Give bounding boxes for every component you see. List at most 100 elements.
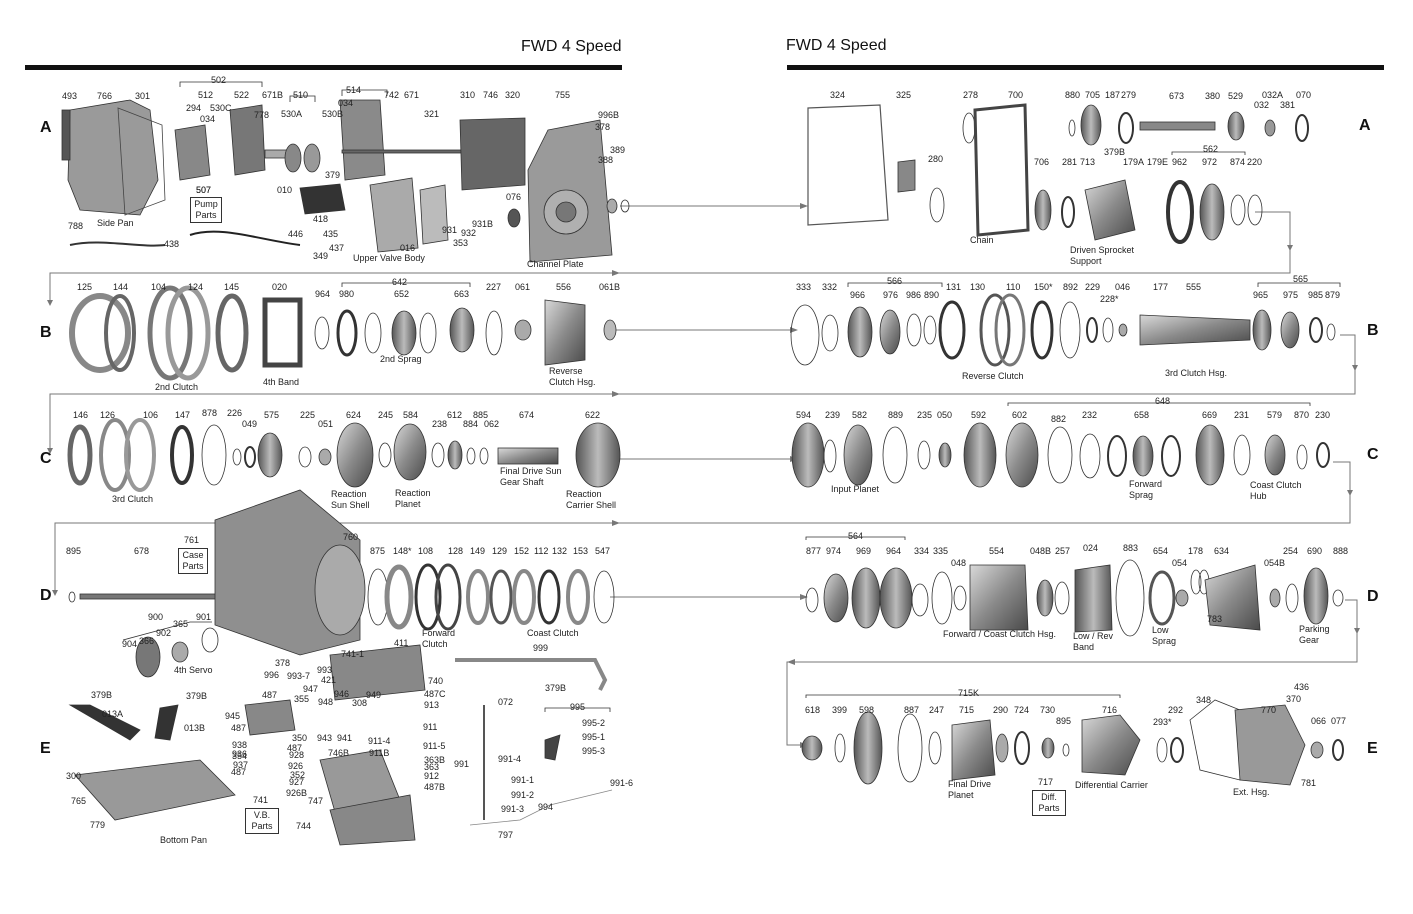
caption-second-clutch: 2nd Clutch — [155, 382, 198, 392]
part-number-label: 995-1 — [582, 732, 605, 742]
part-number-label: 579 — [1267, 410, 1282, 420]
part-number-label: 050 — [937, 410, 952, 420]
part-number-label: 070 — [1296, 90, 1311, 100]
part-number-label: 379B — [545, 683, 566, 693]
part-number-label: 788 — [68, 221, 83, 231]
row-letter-b-right: B — [1367, 322, 1379, 339]
part-number-label: 945 — [225, 711, 240, 721]
caption-driven-sprocket-support: Driven Sprocket — [1070, 245, 1135, 255]
part-number-label: 411 — [394, 638, 408, 648]
part-number-label: 889 — [888, 410, 903, 420]
part-number-label: 378 — [275, 658, 290, 668]
part-number-label: 238 — [432, 419, 447, 429]
part-number-label: 634 — [1214, 546, 1229, 556]
part-number-label: 663 — [454, 289, 469, 299]
caption-differential-carrier: Differential Carrier — [1075, 780, 1148, 790]
row-c-parts — [67, 418, 1330, 492]
caption-low-rev-band: Band — [1073, 642, 1094, 652]
part-number-label: 890 — [924, 290, 939, 300]
part-number-label: 879 — [1325, 290, 1340, 300]
vb-parts-box[interactable]: V.B. Parts — [245, 808, 279, 834]
part-number-label: 673 — [1169, 91, 1184, 101]
part-number-label: 993 — [317, 665, 332, 675]
part-number-label: 926 — [288, 761, 303, 771]
part-number-label: 308 — [352, 698, 367, 708]
part-number-label: 900 — [148, 612, 163, 622]
part-number-label: 300 — [66, 771, 81, 781]
part-number-label: 742 — [384, 90, 399, 100]
part-number-label: 054 — [1172, 558, 1187, 568]
flow-lines — [49, 205, 1358, 746]
part-number-label: 235 — [917, 410, 932, 420]
part-number-label: 510 — [293, 90, 308, 100]
part-number-label: 363B — [424, 755, 445, 765]
part-number-label: 994 — [538, 802, 553, 812]
part-number-label: 301 — [135, 91, 150, 101]
part-number-label: 797 — [498, 830, 513, 840]
part-number-label: 671B — [262, 90, 283, 100]
part-number-label: 964 — [315, 289, 330, 299]
part-number-label: 746B — [328, 748, 349, 758]
part-number-label: 928 — [289, 750, 304, 760]
part-number-label: 144 — [113, 282, 128, 292]
part-number-label: 226 — [227, 408, 242, 418]
part-number-label: 766 — [97, 91, 112, 101]
part-number-label: 946 — [334, 689, 349, 699]
part-number-label: 228* — [1100, 294, 1119, 304]
part-number-label: 562 — [1203, 144, 1218, 154]
row-letter-a-left: A — [40, 119, 52, 136]
part-number-label: 130 — [970, 282, 985, 292]
part-number-label: 948 — [318, 697, 333, 707]
part-number-label: 530C — [210, 103, 232, 113]
title-left: FWD 4 Speed — [521, 38, 622, 55]
part-number-label: 051 — [318, 419, 333, 429]
caption-final-drive-sun-gear-shaft: Gear Shaft — [500, 477, 544, 487]
caption-reverse-clutch-hsg: Reverse — [549, 366, 583, 376]
part-number-label: 986 — [906, 290, 921, 300]
part-number-label: 231 — [1234, 410, 1249, 420]
caption-coast-clutch: Coast Clutch — [527, 628, 579, 638]
part-number-label: 564 — [848, 531, 863, 541]
part-number-label: 911-5 — [423, 741, 445, 751]
part-number-label: 744 — [296, 821, 311, 831]
caption-side-pan: Side Pan — [97, 218, 134, 228]
caption-forward-sprag: Forward — [1129, 479, 1162, 489]
part-number-label: 622 — [585, 410, 600, 420]
part-number-label: 034 — [200, 114, 215, 124]
part-number-label: 363 — [424, 762, 439, 772]
part-number-label: 332 — [822, 282, 837, 292]
diff-parts-box[interactable]: Diff. Parts — [1032, 790, 1066, 816]
part-number-label: 421 — [321, 675, 336, 685]
row-letter-c-right: C — [1367, 446, 1379, 463]
part-number-label: 911B — [369, 748, 389, 758]
part-number-label: 991-3 — [501, 804, 524, 814]
flow-arrowheads — [47, 203, 1360, 748]
part-number-label: 755 — [555, 90, 570, 100]
part-number-label: 884 — [463, 419, 478, 429]
pump-parts-box[interactable]: Pump Parts — [190, 197, 222, 223]
part-number-label: 911 — [423, 722, 437, 732]
caption-fwd-coast-clutch-hsg: Forward / Coast Clutch Hsg. — [943, 629, 1056, 639]
part-number-label: 487B — [424, 782, 445, 792]
part-number-label: 370 — [1286, 694, 1301, 704]
part-number-label: 077 — [1331, 716, 1346, 726]
part-number-label: 072 — [498, 697, 513, 707]
part-number-label: 529 — [1228, 91, 1243, 101]
part-number-label: 993-7 — [287, 671, 310, 681]
box-number-case: 761 — [184, 535, 199, 545]
row-letter-d-right: D — [1367, 588, 1379, 605]
part-number-label: 962 — [1172, 157, 1187, 167]
part-number-label: 888 — [1333, 546, 1348, 556]
case-parts-box[interactable]: Case Parts — [178, 548, 208, 574]
part-number-label: 730 — [1040, 705, 1055, 715]
caption-upper-valve-body: Upper Valve Body — [353, 253, 425, 263]
part-number-label: 281 — [1062, 157, 1077, 167]
part-number-label: 145 — [224, 282, 239, 292]
part-number-label: 566 — [887, 276, 902, 286]
part-number-label: 618 — [805, 705, 820, 715]
box-number-diff: 717 — [1038, 777, 1053, 787]
part-number-label: 976 — [883, 290, 898, 300]
part-number-label: 911-4 — [368, 736, 390, 746]
part-number-label: 493 — [62, 91, 77, 101]
